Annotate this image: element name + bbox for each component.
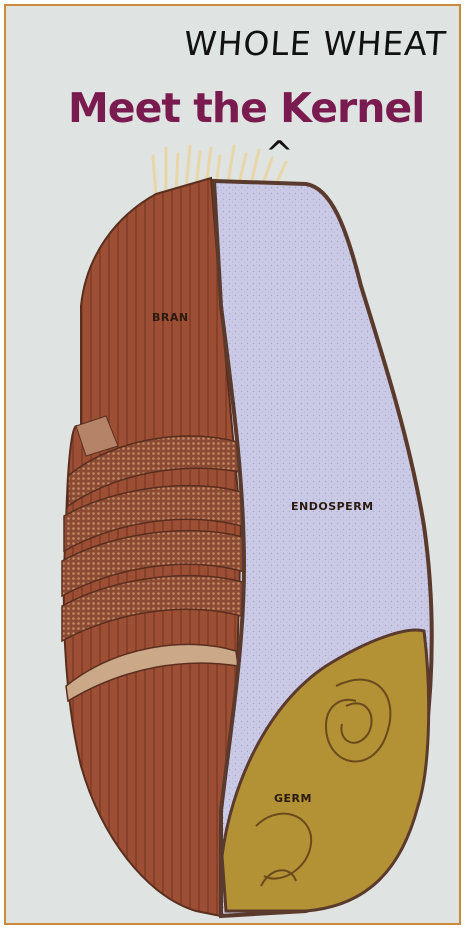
label-endosperm: ENDOSPERM: [291, 500, 374, 513]
diagram-frame: WHOLE WHEAT Meet the Kernel ^ BRAN ENDOS…: [4, 4, 461, 925]
label-germ: GERM: [274, 792, 312, 805]
label-bran: BRAN: [152, 311, 189, 324]
diagram-title: Meet the Kernel: [68, 84, 424, 132]
kernel-illustration: [6, 6, 461, 925]
insertion-caret: ^: [265, 134, 294, 174]
handwritten-note: WHOLE WHEAT: [183, 24, 448, 63]
